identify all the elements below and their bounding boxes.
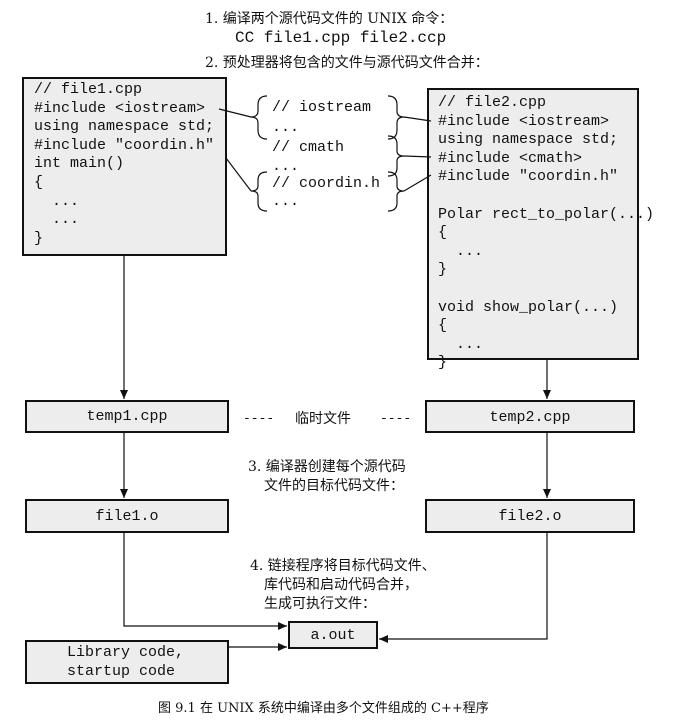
object2-label: file2.o xyxy=(498,508,562,525)
step4-line2: 库代码和启动代码合并， xyxy=(264,577,418,593)
brace-right-iostream xyxy=(387,95,405,140)
step3-line2: 文件的目标代码文件： xyxy=(264,478,404,494)
object2-box: file2.o xyxy=(425,499,635,533)
link-file2-coordin xyxy=(403,174,432,192)
temp-middle-label: 临时文件 xyxy=(295,411,351,427)
compile-command: CC file1.cpp file2.ccp xyxy=(235,29,447,47)
object1-label: file1.o xyxy=(95,508,159,525)
link-file1-iostream xyxy=(218,108,252,118)
executable-label: a.out xyxy=(310,627,356,644)
object1-box: file1.o xyxy=(25,499,229,533)
cmath-dots: ... xyxy=(272,158,300,175)
iostream-comment: // iostream xyxy=(272,99,372,116)
brace-left-iostream xyxy=(250,95,268,140)
file1-code: // file1.cpp #include <iostream> using n… xyxy=(34,81,215,247)
temp2-label: temp2.cpp xyxy=(489,409,571,426)
arrow-object1-to-executable xyxy=(123,533,287,630)
file2-source-box: // file2.cpp #include <iostream> using n… xyxy=(427,88,654,371)
link-file2-cmath xyxy=(403,155,432,158)
step4-line3: 生成可执行文件： xyxy=(264,596,376,612)
figure-caption: 图 9.1 在 UNIX 系统中编译由多个文件组成的 C++程序 xyxy=(158,701,489,716)
coordin-dots: ... xyxy=(272,193,300,210)
brace-right-cmath xyxy=(387,135,405,177)
temp1-label: temp1.cpp xyxy=(86,408,168,425)
library-label-line1: Library code, xyxy=(67,644,185,661)
coordin-comment: // coordin.h xyxy=(272,175,381,192)
temp-dash-left: ---- xyxy=(243,411,275,426)
step1-title: 1. 编译两个源代码文件的 UNIX 命令： xyxy=(205,11,454,27)
arrow-object2-to-executable xyxy=(379,533,548,643)
iostream-dots: ... xyxy=(272,119,300,136)
temp-dash-right: ---- xyxy=(380,411,412,426)
cmath-comment: // cmath xyxy=(272,139,345,156)
file2-code: // file2.cpp #include <iostream> using n… xyxy=(438,94,655,372)
brace-right-coordin xyxy=(387,171,405,212)
temp1-box: temp1.cpp xyxy=(25,400,229,433)
brace-left-coordin xyxy=(250,171,268,212)
executable-box: a.out xyxy=(288,621,378,649)
file1-source-box: // file1.cpp #include <iostream> using n… xyxy=(22,77,227,256)
temp2-box: temp2.cpp xyxy=(425,400,635,433)
step4-line1: 4. 链接程序将目标代码文件、 xyxy=(250,558,436,574)
library-label-line2: startup code xyxy=(67,663,176,680)
step3-line1: 3. 编译器创建每个源代码 xyxy=(248,459,406,475)
link-file1-coordin xyxy=(225,157,252,192)
link-file2-iostream xyxy=(403,116,432,122)
step2-title: 2. 预处理器将包含的文件与源代码文件合并： xyxy=(205,55,489,71)
library-box: Library code, startup code xyxy=(25,640,229,684)
